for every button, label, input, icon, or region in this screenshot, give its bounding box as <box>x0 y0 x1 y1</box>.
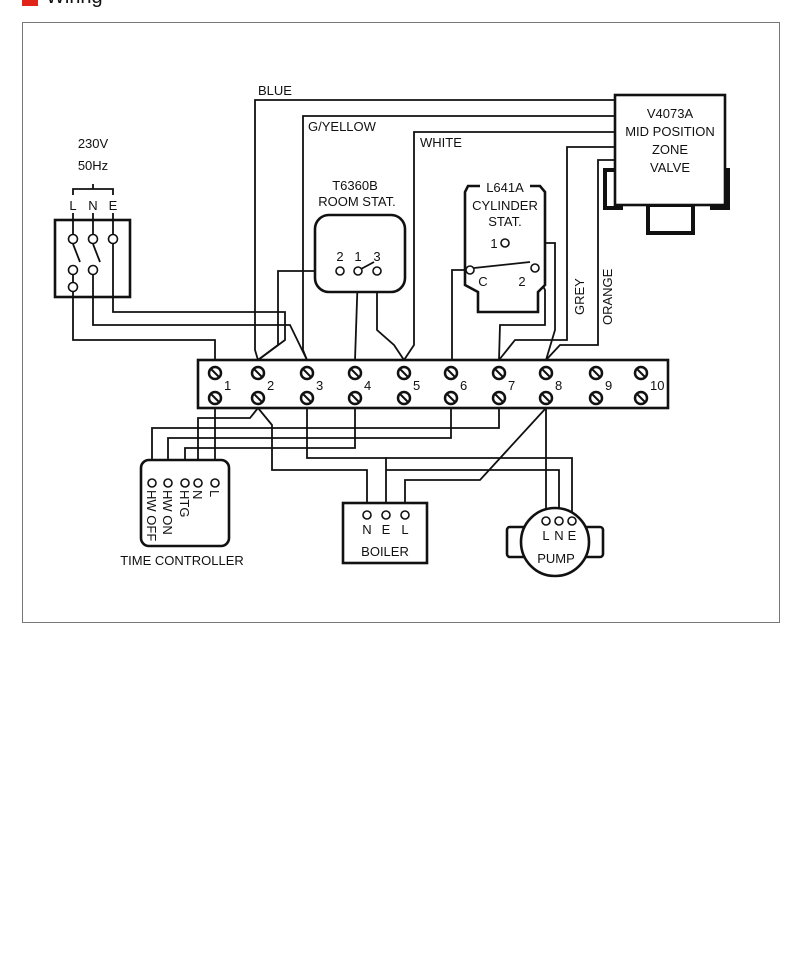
heading-accent-square <box>22 0 38 6</box>
cylinder-stat-term-2: 2 <box>518 274 525 289</box>
cylinder-stat-term-1: 1 <box>490 236 497 251</box>
room-stat-term-2: 2 <box>336 249 343 264</box>
wire-mains-e <box>112 297 286 361</box>
boiler: N E L BOILER <box>341 501 429 565</box>
pump-term-e: E <box>568 528 577 543</box>
terminal-number: 5 <box>413 378 420 393</box>
room-stat-name: ROOM STAT. <box>318 194 396 209</box>
time-controller-label: TIME CONTROLLER <box>120 553 244 568</box>
time-controller-terminal-label: L <box>207 490 222 497</box>
time-controller-body <box>139 458 231 548</box>
boiler-term-l: L <box>401 522 408 537</box>
mains-voltage: 230V <box>78 136 109 151</box>
boiler-term-e: E <box>382 522 391 537</box>
diagram-frame <box>22 22 780 623</box>
time-controller-terminal <box>210 478 220 488</box>
wire-label-white: WHITE <box>420 135 462 150</box>
mains-label-l: L <box>69 198 76 213</box>
pump-term-l: L <box>542 528 549 543</box>
boiler-term-n: N <box>362 522 371 537</box>
wire-white <box>403 131 615 361</box>
wire-mains-l <box>72 297 216 360</box>
pump-term-n: N <box>554 528 563 543</box>
zone-valve-line3: ZONE <box>652 142 688 157</box>
wire-room-2 <box>257 270 340 361</box>
terminal-number: 6 <box>460 378 467 393</box>
mains-label-n: N <box>88 198 97 213</box>
wire-boiler-e <box>306 408 387 514</box>
wire-pump-n <box>386 469 560 520</box>
room-thermostat: T6360B ROOM STAT. 2 1 3 <box>313 178 407 294</box>
time-controller-terminal-label: HTG <box>177 490 192 517</box>
zone-valve-model: V4073A <box>647 106 694 121</box>
cylinder-stat-model: L641A <box>486 180 524 195</box>
zone-valve-line4: VALVE <box>650 160 690 175</box>
wire-label-grey: GREY <box>572 278 587 315</box>
room-stat-model: T6360B <box>332 178 378 193</box>
time-controller-terminal <box>180 478 190 488</box>
terminal-number: 3 <box>316 378 323 393</box>
terminal-number: 1 <box>224 378 231 393</box>
terminal-number: 9 <box>605 378 612 393</box>
terminal-number: 10 <box>650 378 664 393</box>
cylinder-thermostat: L641A CYLINDER STAT. 1 C 2 <box>463 180 547 314</box>
time-controller-terminal-label: HW OFF <box>144 490 159 541</box>
mains-frequency: 50Hz <box>78 158 108 173</box>
terminal-number: 2 <box>267 378 274 393</box>
zone-valve-body <box>613 93 727 207</box>
cylinder-stat-term-c: C <box>478 274 487 289</box>
pump: L N E PUMP <box>505 506 605 578</box>
pump-label: PUMP <box>537 551 575 566</box>
room-stat-term-3: 3 <box>373 249 380 264</box>
mains-label-e: E <box>109 198 118 213</box>
wire-boiler-l <box>404 407 547 514</box>
terminal-number: 8 <box>555 378 562 393</box>
terminal-number: 7 <box>508 378 515 393</box>
wire-tc-hwoff <box>151 408 500 481</box>
section-heading: Wiring <box>22 0 103 9</box>
time-controller-terminal <box>163 478 173 488</box>
wire-orange <box>545 159 615 361</box>
zone-valve: V4073A MID POSITION ZONE VALVE <box>603 93 730 235</box>
boiler-label: BOILER <box>361 544 409 559</box>
heading-title: Wiring <box>46 0 103 9</box>
cylinder-stat-body <box>463 184 547 314</box>
wire-blue <box>254 99 615 361</box>
room-stat-term-1: 1 <box>354 249 361 264</box>
wire-boiler-n <box>257 407 368 514</box>
zone-valve-line2: MID POSITION <box>625 124 715 139</box>
time-controller-terminal-label: N <box>190 490 205 499</box>
mains-bracket <box>72 184 114 195</box>
terminal-number: 4 <box>364 378 371 393</box>
wire-tc-n <box>197 407 259 481</box>
wire-pump-e <box>386 457 573 520</box>
cylinder-stat-name1: CYLINDER <box>472 198 538 213</box>
wire-mains-n <box>92 297 308 361</box>
wire-label-blue: BLUE <box>258 83 292 98</box>
cylinder-stat-name2: STAT. <box>488 214 521 229</box>
wire-room-3 <box>376 271 405 361</box>
mains-supply: 230V 50Hz L N E <box>53 136 132 299</box>
time-controller-terminal <box>193 478 203 488</box>
wire-grey <box>498 146 615 361</box>
time-controller-terminal-label: HW ON <box>160 490 175 535</box>
wire-label-gyellow: G/YELLOW <box>308 119 377 134</box>
terminal-strip: 1 2 3 4 5 6 7 8 9 10 <box>196 358 670 410</box>
time-controller-terminal <box>147 478 157 488</box>
wire-label-orange: ORANGE <box>600 268 615 325</box>
